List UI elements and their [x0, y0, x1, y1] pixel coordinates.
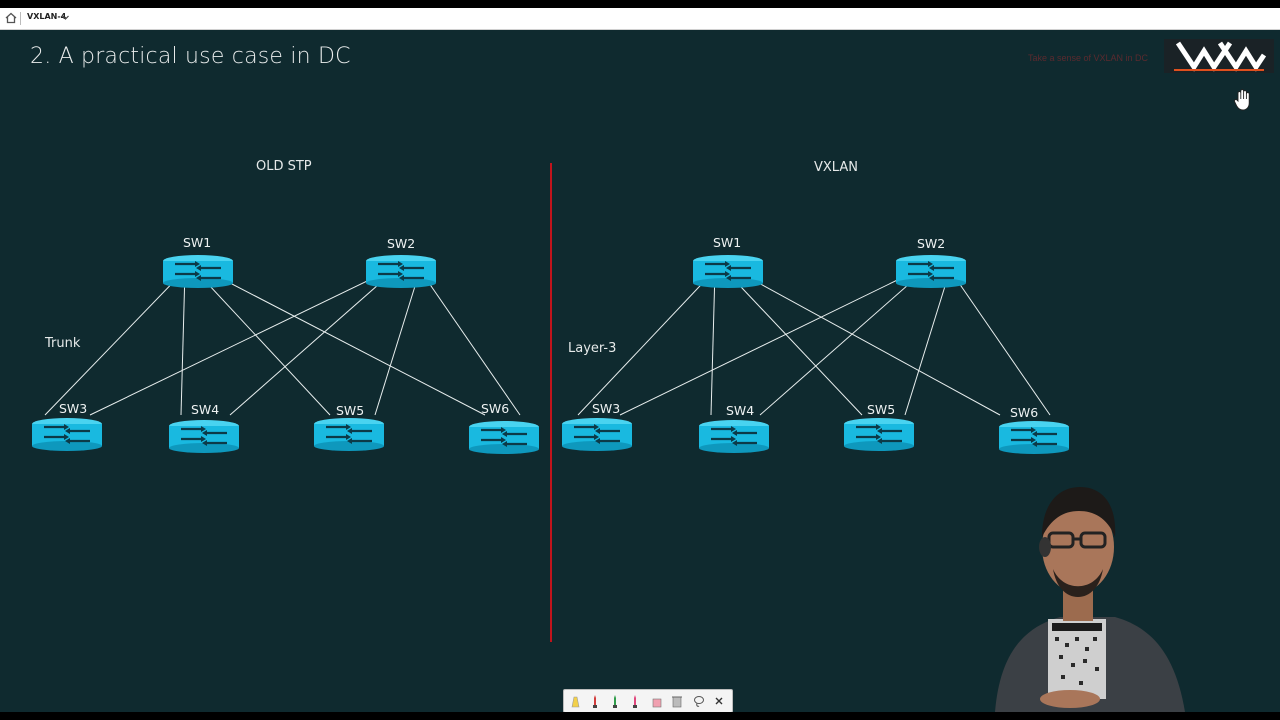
right-switch-sw3 [560, 416, 634, 453]
left-switch-sw3 [30, 416, 104, 453]
vxlan-label: VXLAN [814, 160, 858, 175]
node-label: SW1 [713, 235, 742, 250]
annotation-toolbar [563, 689, 733, 713]
browser-top-bar: VXLAN-4 [0, 8, 1280, 30]
faint-annotation: Take a sense of VXLAN in DC [1028, 53, 1149, 63]
node-label: SW3 [59, 401, 88, 416]
trash-icon[interactable] [670, 693, 684, 709]
node-label: SW2 [387, 236, 416, 251]
node-label: SW4 [726, 403, 755, 418]
right-switch-sw4 [697, 418, 771, 455]
chevron-down-icon[interactable] [61, 13, 70, 22]
node-label: SW3 [592, 401, 621, 416]
left-switch-sw1 [161, 253, 235, 290]
slide-title: 2. A practical use case in DC [30, 44, 351, 69]
tab-divider [20, 12, 21, 25]
node-label: SW5 [867, 402, 896, 417]
layer3-label: Layer-3 [568, 341, 617, 356]
old-stp-label: OLD STP [256, 159, 312, 174]
left-switch-sw4 [167, 418, 241, 455]
logo-icon [1174, 41, 1267, 72]
trunk-label: Trunk [45, 336, 81, 351]
network-diagram [30, 163, 1071, 642]
right-switch-sw6 [997, 419, 1071, 456]
pen-pink-icon[interactable] [628, 693, 642, 709]
right-switch-sw1 [691, 253, 765, 290]
right-switch-sw2 [894, 253, 968, 290]
left-links [44, 269, 521, 416]
hand-cursor-icon [1234, 89, 1250, 111]
presenter-webcam [995, 487, 1185, 712]
node-label: SW6 [481, 401, 510, 416]
highlighter-icon[interactable] [568, 693, 582, 709]
node-label: SW4 [191, 402, 220, 417]
home-icon[interactable] [4, 11, 18, 25]
node-label: SW2 [917, 236, 946, 251]
close-icon[interactable] [712, 693, 726, 709]
right-links [577, 269, 1051, 416]
eraser-icon[interactable] [650, 693, 664, 709]
node-label: SW1 [183, 235, 212, 250]
bottom-bar [0, 712, 1280, 720]
pen-green-icon[interactable] [608, 693, 622, 709]
slide-canvas: 2. A practical use case in DC Take a sen… [0, 30, 1280, 713]
left-switch-sw5 [312, 416, 386, 453]
right-switch-sw5 [842, 416, 916, 453]
lasso-icon[interactable] [692, 693, 706, 709]
node-label: SW5 [336, 403, 365, 418]
pen-red-icon[interactable] [588, 693, 602, 709]
brand-logo [1164, 39, 1274, 73]
left-switch-sw2 [364, 253, 438, 290]
left-switch-sw6 [467, 419, 541, 456]
node-label: SW6 [1010, 405, 1039, 420]
tab-title[interactable]: VXLAN-4 [27, 12, 67, 21]
